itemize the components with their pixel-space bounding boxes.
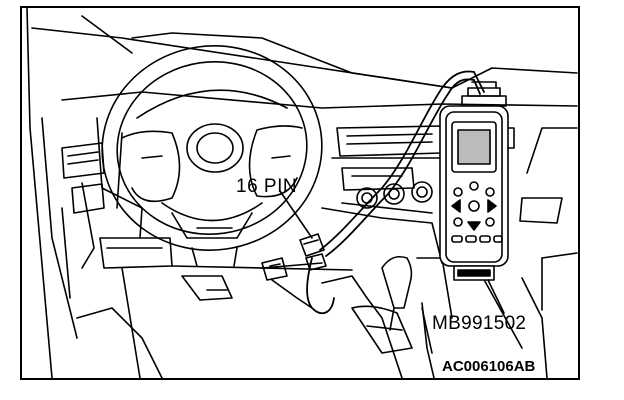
diagnostic-connector-icon (261, 233, 327, 309)
figure-code: AC006106AB (440, 358, 538, 375)
air-vent-center (336, 125, 443, 209)
connector-leader-line (279, 190, 313, 239)
dashboard-outline (26, 8, 578, 378)
air-vent-left (61, 142, 105, 214)
steering-wheel-icon (101, 45, 323, 267)
tool-label: MB991502 (432, 313, 527, 334)
scan-tool-icon (439, 81, 515, 314)
connector-label: 16 PIN (236, 176, 298, 197)
diagram-frame: 16 PIN MB991502 AC006106AB (20, 6, 580, 380)
gear-shift-icon (321, 255, 453, 378)
vehicle-interior-drawing (26, 8, 578, 378)
code-leader-line (421, 307, 433, 354)
scan-tool-cable (306, 70, 485, 315)
